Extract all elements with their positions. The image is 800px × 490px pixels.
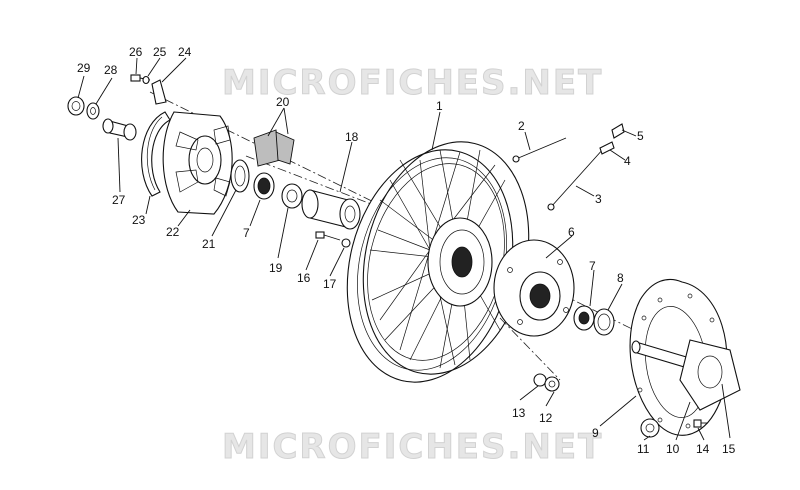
callout-5: 5 <box>637 129 644 143</box>
part-20-damper-blocks <box>253 129 295 167</box>
part-10-carrier <box>679 339 741 411</box>
callout-13: 13 <box>512 406 526 420</box>
callout-28: 28 <box>104 63 118 77</box>
part-27-spacer <box>102 118 137 141</box>
part-3-spoke <box>547 147 605 211</box>
callout-26: 26 <box>129 45 143 59</box>
callout-25: 25 <box>153 45 167 59</box>
part-24-26-bolt-plate <box>130 74 167 105</box>
part-8-seal-ring <box>593 308 615 336</box>
part-14-bolt <box>693 419 708 428</box>
part-7-bearing-left <box>253 172 275 200</box>
callout-23: 23 <box>132 213 146 227</box>
watermark-top: MICROFICHES.NET <box>222 63 603 103</box>
callout-9: 9 <box>592 426 599 440</box>
callout-4: 4 <box>624 154 631 168</box>
part-19-washer <box>281 183 303 209</box>
watermark-bottom: MICROFICHES.NET <box>222 427 603 467</box>
callout-24: 24 <box>178 45 192 59</box>
callout-7-right: 7 <box>589 259 596 273</box>
callout-15: 15 <box>722 442 736 456</box>
callout-17: 17 <box>323 277 337 291</box>
callout-18: 18 <box>345 130 359 144</box>
part-18-sleeve <box>301 189 361 230</box>
callout-14: 14 <box>696 442 710 456</box>
callout-2: 2 <box>518 119 525 133</box>
part-5-nipple <box>611 123 625 139</box>
callout-10: 10 <box>666 442 680 456</box>
part-11-nut <box>640 418 660 438</box>
callout-29: 29 <box>77 61 91 75</box>
callout-3: 3 <box>595 192 602 206</box>
callout-6: 6 <box>568 225 575 239</box>
part-29-nut <box>67 96 85 116</box>
callout-19: 19 <box>269 261 283 275</box>
part-23-brake-shoe <box>141 111 171 197</box>
part-12-13-washers <box>533 373 560 392</box>
callout-21: 21 <box>202 237 216 251</box>
leader-lines <box>77 57 731 441</box>
part-4-nipple <box>599 141 615 155</box>
part-22-drive-flange <box>162 111 233 215</box>
callout-22: 22 <box>166 225 180 239</box>
callout-20: 20 <box>276 95 290 109</box>
callout-labels: 29 28 26 25 24 20 1 2 5 4 3 18 6 7 8 27 … <box>77 45 736 456</box>
callout-1: 1 <box>436 99 443 113</box>
part-21-ring <box>230 159 250 193</box>
part-6-drive-hub <box>493 239 575 337</box>
callout-16: 16 <box>297 271 311 285</box>
part-2-spoke <box>512 137 567 163</box>
callout-12: 12 <box>539 411 553 425</box>
part-16-17-bolt-washer <box>315 231 351 248</box>
callout-8: 8 <box>617 271 624 285</box>
part-1-spoked-wheel <box>346 141 530 383</box>
callout-7-left: 7 <box>243 226 250 240</box>
part-28-washer <box>86 102 100 120</box>
callout-27: 27 <box>112 193 126 207</box>
callout-11: 11 <box>637 442 650 456</box>
part-7-bearing-right <box>573 305 595 331</box>
